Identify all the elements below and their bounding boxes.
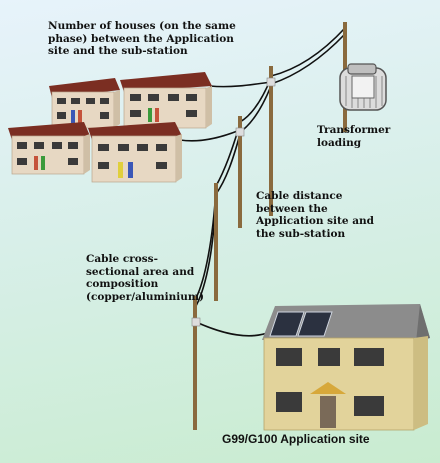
- terrace-top-right: [120, 72, 212, 129]
- terrace-bottom-left: [8, 122, 90, 175]
- pole-4: [214, 183, 218, 301]
- cable-pole1-pole2: [270, 27, 346, 77]
- service-cable-terrace-bottom: [179, 129, 241, 142]
- terrace-top-left: [49, 78, 120, 129]
- cable-pole2-pole3-b: [239, 85, 272, 133]
- pole-3: [238, 116, 242, 228]
- insulator-3: [235, 127, 245, 137]
- application-site-house: [262, 304, 430, 431]
- service-cable-terrace-top: [209, 81, 272, 88]
- cable-pole3-pole4-b: [215, 133, 241, 195]
- cable-distance-label: Cable distance between the Application s…: [256, 190, 375, 240]
- pole-2: [269, 66, 273, 216]
- solar-panel-icon: [269, 311, 333, 337]
- insulator-2: [266, 77, 276, 87]
- terrace-bottom-right: [88, 122, 182, 183]
- houses-count-label: Number of houses (on the same phase) bet…: [48, 20, 236, 57]
- insulator-5: [191, 317, 201, 327]
- service-cable-site: [195, 321, 271, 337]
- cable-section-label: Cable cross-sectional area and compositi…: [86, 253, 204, 303]
- pole-5: [193, 296, 197, 430]
- transformer-icon: [339, 63, 387, 111]
- application-site-label: G99/G100 Application site: [222, 432, 370, 446]
- transformer-label: Transformer loading: [317, 124, 391, 149]
- cable-pole1-pole2-b: [270, 33, 346, 85]
